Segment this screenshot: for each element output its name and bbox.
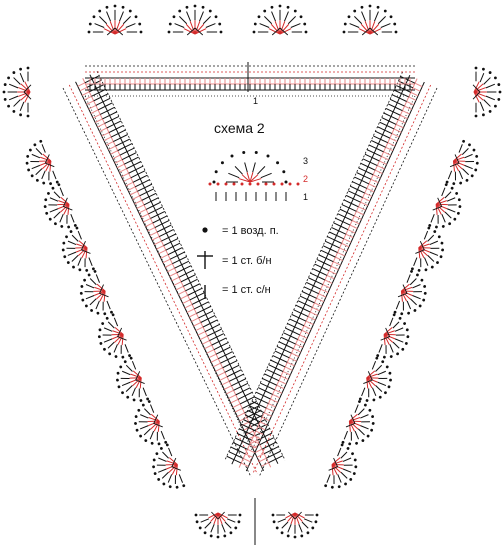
- center-marker-label: 1: [253, 96, 258, 106]
- right-scallop-1: [445, 139, 479, 186]
- legend-text-sc: = 1 ст. б/н: [222, 255, 272, 267]
- left-scallop-4: [79, 270, 113, 316]
- scheme-title: схема 2: [214, 120, 265, 136]
- bottom-scallop-left: [194, 511, 242, 539]
- row-label-2: 2: [303, 174, 308, 184]
- scallop-border: [2, 4, 502, 545]
- right-scallop-8: [324, 443, 358, 489]
- right-scallop-4: [393, 270, 427, 316]
- right-scallop-2: [428, 183, 462, 229]
- legend-text-dc: = 1 ст. с/н: [222, 284, 271, 296]
- top-scallop-2: [167, 4, 223, 36]
- top-scallop-4: [342, 4, 398, 36]
- left-scallop-1: [25, 139, 59, 186]
- left-band: [62, 70, 286, 478]
- top-scallop-3: [252, 4, 308, 36]
- right-scallop-5: [376, 313, 410, 359]
- top-scallop-1: [87, 4, 143, 36]
- cross-stitch-icon: [197, 251, 213, 269]
- scheme-2: схема 2 3 2 1: [208, 120, 308, 202]
- inner-rows: [84, 95, 416, 451]
- row-label-1: 1: [303, 192, 308, 202]
- right-scallop-7: [341, 400, 375, 446]
- legend-item-dc: = 1 ст. с/н: [204, 284, 271, 299]
- right-scallop-6: [358, 356, 392, 402]
- legend-item-chain: = 1 возд. п.: [202, 225, 279, 237]
- chain-dot-icon: [202, 227, 208, 233]
- top-band: [85, 65, 415, 91]
- bottom-scallop-right: [271, 511, 319, 539]
- left-scallop-8: [152, 443, 186, 489]
- corner-scallop-right: [472, 66, 502, 118]
- right-scallop-3: [410, 226, 444, 272]
- legend-item-sc: = 1 ст. б/н: [197, 251, 272, 269]
- left-scallop-7: [134, 400, 168, 446]
- center-marker: 1: [247, 62, 258, 106]
- row-label-3: 3: [303, 156, 308, 166]
- right-band: [224, 71, 438, 478]
- legend: = 1 возд. п. = 1 ст. б/н = 1 ст. с/н: [197, 225, 279, 299]
- left-scallop-3: [61, 226, 95, 272]
- corner-scallop-left: [2, 66, 32, 118]
- left-scallop-5: [97, 313, 131, 359]
- stitch-rows: [62, 65, 438, 478]
- left-scallop-6: [116, 356, 150, 402]
- left-scallop-2: [43, 183, 77, 229]
- scheme-2-sample: [208, 150, 300, 201]
- legend-text-chain: = 1 возд. п.: [222, 225, 279, 237]
